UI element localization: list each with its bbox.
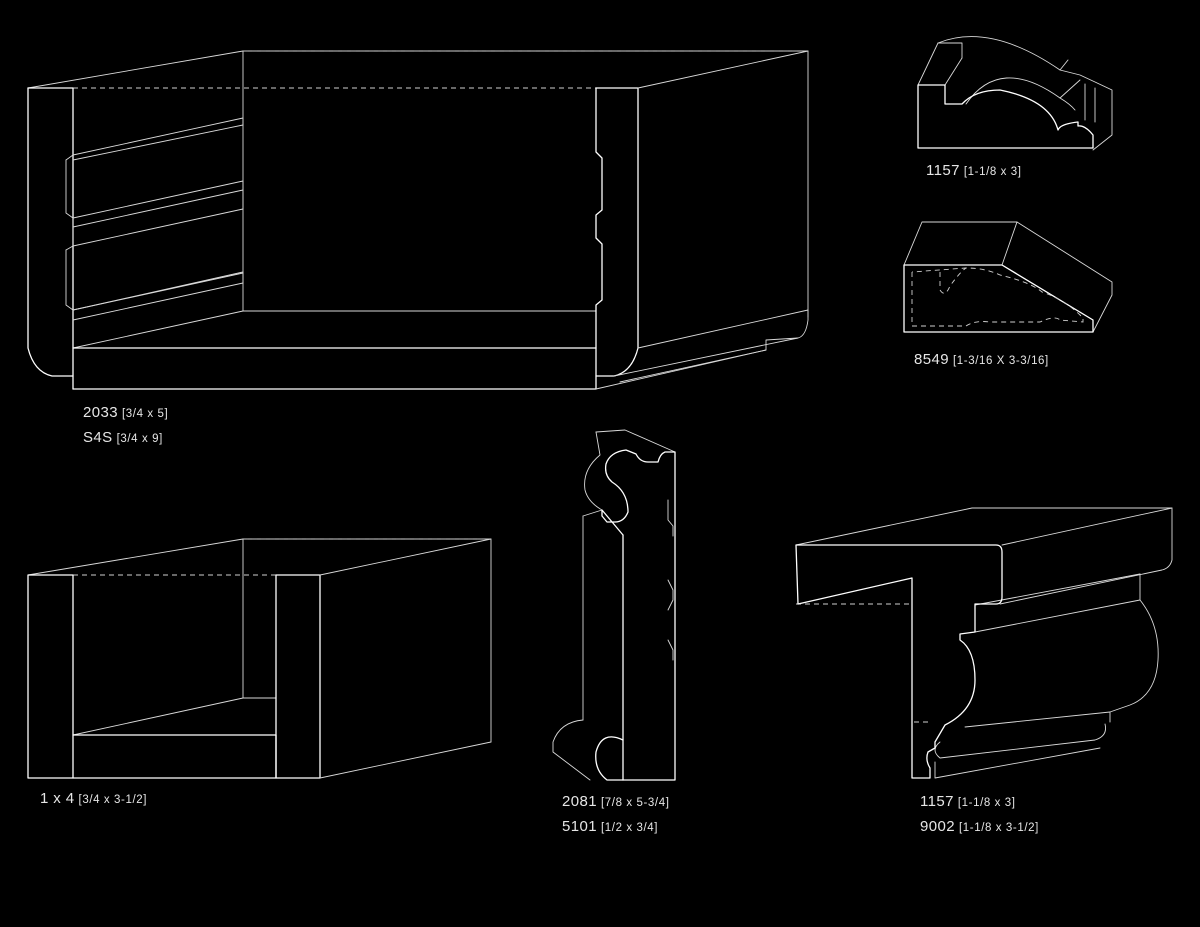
- label-1157-top: 1157[1-1/8 x 3]: [926, 162, 1022, 179]
- label-code: 1 x 4: [40, 790, 75, 807]
- label-1157-bottom: 1157[1-1/8 x 3]: [920, 793, 1016, 810]
- label-5101: 5101[1/2 x 3/4]: [562, 818, 658, 835]
- label-2081: 2081[7/8 x 5-3/4]: [562, 793, 670, 810]
- label-code: S4S: [83, 429, 113, 446]
- profile-1157-top: [917, 36, 1113, 151]
- label-code: 2081: [562, 793, 597, 810]
- profile-2081-5101: [552, 429, 676, 781]
- box-assembly-2033-s4s: [27, 50, 809, 390]
- label-s4s: S4S[3/4 x 9]: [83, 429, 163, 446]
- label-code: 9002: [920, 818, 955, 835]
- label-dimensions: [1-1/8 x 3]: [957, 797, 1016, 809]
- label-8549: 8549[1-3/16 X 3-3/16]: [914, 351, 1049, 368]
- label-code: 5101: [562, 818, 597, 835]
- label-dimensions: [1/2 x 3/4]: [600, 822, 659, 834]
- label-2033: 2033[3/4 x 5]: [83, 404, 168, 421]
- cornice-1157-9002: [795, 507, 1173, 779]
- label-code: 2033: [83, 404, 118, 421]
- label-code: 1157: [920, 793, 954, 810]
- label-dimensions: [1-1/8 x 3]: [963, 166, 1022, 178]
- label-dimensions: [3/4 x 5]: [121, 408, 169, 420]
- label-code: 8549: [914, 351, 949, 368]
- label-dimensions: [3/4 x 9]: [116, 433, 163, 445]
- box-assembly-1x4: [27, 538, 492, 779]
- label-dimensions: [7/8 x 5-3/4]: [600, 797, 670, 809]
- label-dimensions: [1-1/8 x 3-1/2]: [958, 822, 1039, 834]
- label-dimensions: [3/4 x 3-1/2]: [78, 794, 148, 806]
- label-code: 1157: [926, 162, 960, 179]
- profile-8549: [903, 221, 1113, 333]
- label-dimensions: [1-3/16 X 3-3/16]: [952, 355, 1049, 367]
- label-1x4: 1 x 4[3/4 x 3-1/2]: [40, 790, 147, 807]
- label-9002: 9002[1-1/8 x 3-1/2]: [920, 818, 1039, 835]
